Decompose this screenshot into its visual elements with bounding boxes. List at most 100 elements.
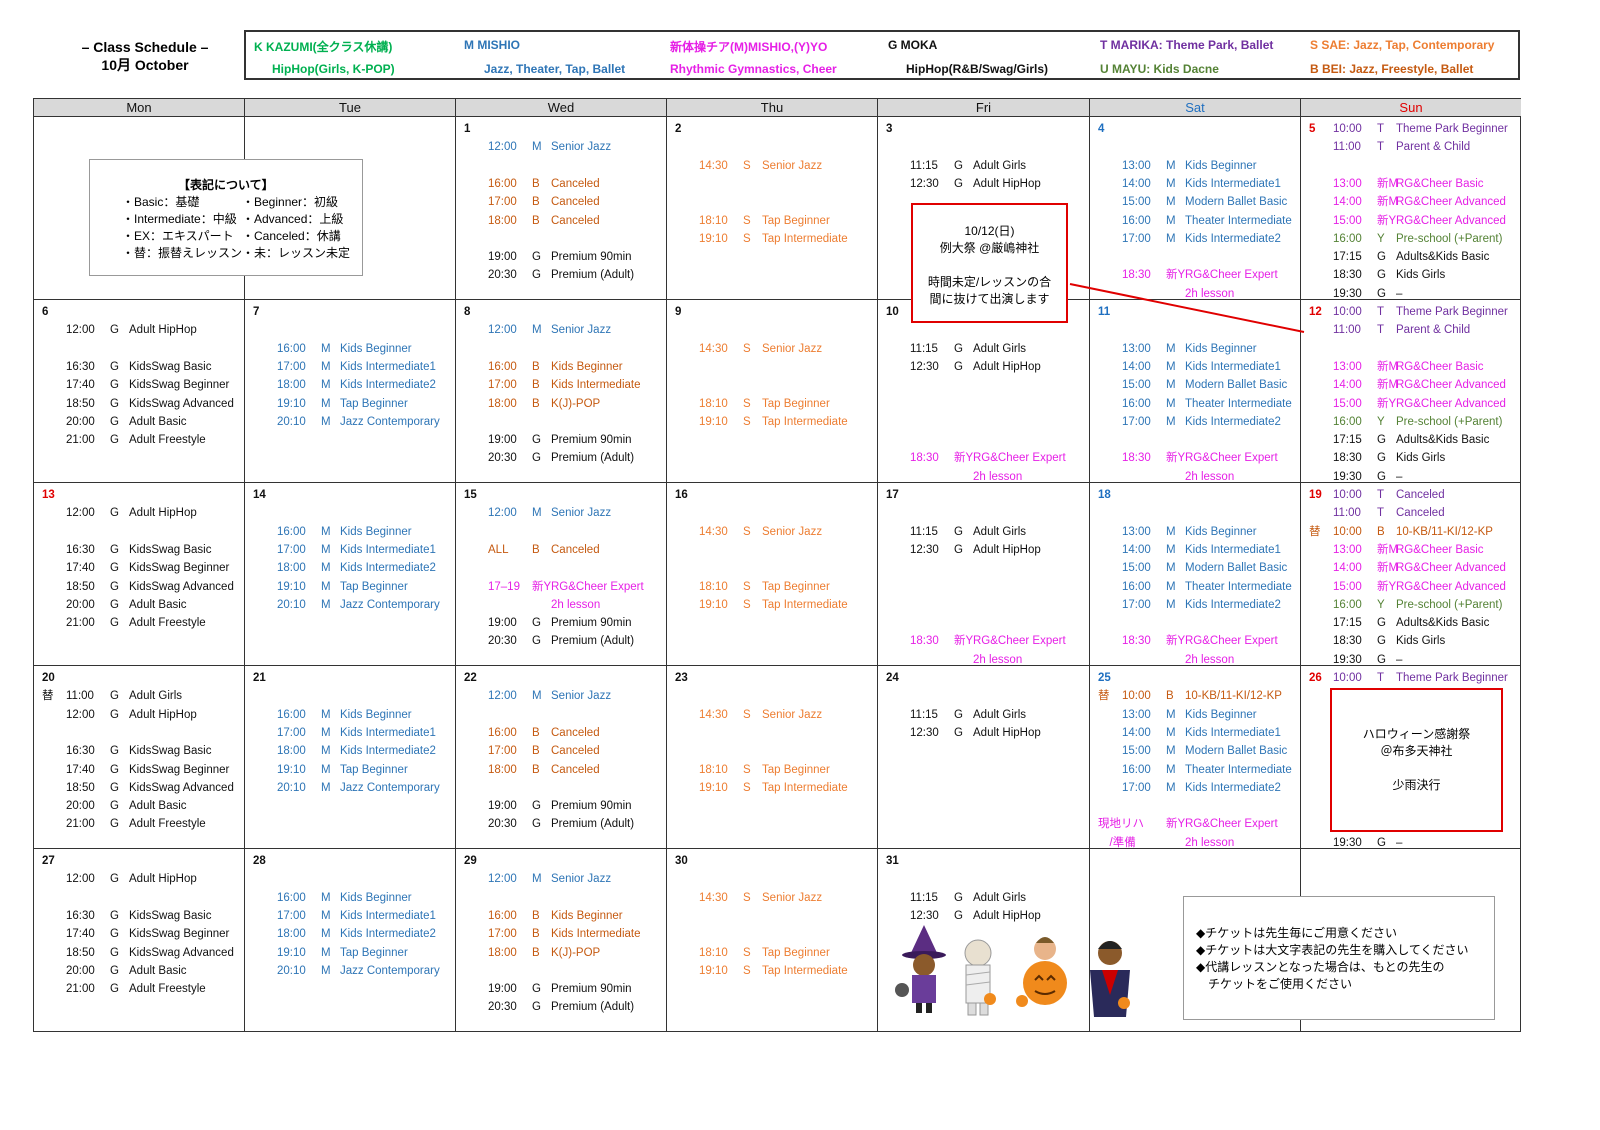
- class-time: 16:00: [1122, 580, 1151, 593]
- class-name: –: [1396, 653, 1403, 666]
- class-time: 18:50: [66, 397, 95, 410]
- event-box-line: [913, 257, 1066, 274]
- class-time: 10:00: [1333, 306, 1362, 318]
- class-time: 20:30: [488, 452, 517, 465]
- class-time: 20:10: [277, 415, 306, 428]
- class-name: Tap Intermediate: [762, 598, 848, 611]
- class-name: Senior Jazz: [551, 690, 612, 703]
- class-time: 19:10: [277, 946, 306, 959]
- teacher-code: G: [110, 580, 119, 593]
- class-time: 18:10: [699, 763, 728, 776]
- class-name: Tap Beginner: [762, 763, 830, 776]
- class-time: 16:00: [1122, 763, 1151, 776]
- teacher-code: 新Y: [1166, 269, 1186, 282]
- class-time: 15:00: [1122, 379, 1151, 392]
- teacher-code: 新Y: [1377, 580, 1397, 593]
- class-time: 18:50: [66, 580, 95, 593]
- pumpkin-kid-icon: [1016, 937, 1067, 1007]
- class-time: 20:10: [277, 598, 306, 611]
- class-time: 14:00: [1333, 379, 1362, 392]
- class-time: 17:00: [277, 360, 306, 373]
- class-time: 16:00: [488, 360, 517, 373]
- class-name: KidsSwag Advanced: [129, 781, 234, 794]
- class-name: Kids Beginner: [340, 708, 412, 721]
- class-name: RG&Cheer Basic: [1396, 360, 1484, 373]
- class-time: 16:00: [488, 726, 517, 739]
- class-time: 13:00: [1333, 543, 1362, 556]
- class-name: Kids Beginner: [1185, 708, 1257, 721]
- teacher-code: G: [954, 342, 963, 355]
- date-row: 14: [245, 486, 455, 504]
- class-time: 10:00: [1333, 489, 1362, 501]
- date-number: 20: [42, 672, 55, 684]
- class-time: 18:00: [277, 928, 306, 941]
- class-name: Canceled: [551, 214, 600, 227]
- class-name: Canceled: [551, 177, 600, 190]
- teacher-code: B: [1166, 690, 1174, 703]
- teacher-code: T: [1377, 324, 1385, 337]
- class-time: 17:40: [66, 928, 95, 941]
- class-time: 16:00: [277, 708, 306, 721]
- class-time: 14:00: [1333, 196, 1362, 209]
- class-time: 19:10: [277, 397, 306, 410]
- class-time: 19:10: [699, 415, 728, 428]
- class-time: 16:00: [277, 342, 306, 355]
- teacher-code: S: [743, 708, 751, 721]
- class-name: Kids Girls: [1396, 635, 1446, 648]
- ticket-note-line: チケットをご使用ください: [1196, 977, 1353, 991]
- class-name: Tap Intermediate: [762, 964, 848, 977]
- class-time: 14:30: [699, 159, 728, 172]
- class-name: KidsSwag Advanced: [129, 397, 234, 410]
- class-name: Jazz Contemporary: [340, 781, 440, 794]
- date-row: 21: [245, 669, 455, 687]
- teacher-code: M: [321, 745, 331, 758]
- class-entry: 2h lesson: [878, 468, 1089, 486]
- teacher-code: M: [321, 928, 331, 941]
- class-name: Kids Intermediate1: [340, 726, 436, 739]
- class-name: Adult HipHop: [129, 873, 197, 886]
- date-row: 12: [1301, 303, 1521, 321]
- class-time: 12:00: [488, 507, 517, 520]
- class-name: Tap Beginner: [762, 580, 830, 593]
- legend-teacher-3: G MOKA: [888, 38, 938, 52]
- class-time: 11:15: [910, 159, 938, 172]
- class-name: RG&Cheer Advanced: [1396, 397, 1506, 410]
- teacher-code: T: [1377, 141, 1385, 154]
- class-time: 17:15: [1333, 251, 1362, 264]
- class-time: 21:00: [66, 818, 95, 831]
- class-name: Jazz Contemporary: [340, 598, 440, 611]
- class-time: 12:00: [488, 141, 517, 154]
- class-time: 17:00: [1122, 598, 1151, 611]
- event-box-line: [1332, 760, 1501, 777]
- class-name: Premium 90min: [551, 434, 632, 447]
- date-number: 4: [1098, 123, 1105, 135]
- date-number: 8: [464, 306, 471, 318]
- event-box-line: 少雨決行: [1392, 778, 1441, 792]
- class-time: 18:30: [1122, 269, 1151, 282]
- teacher-code: G: [532, 818, 541, 831]
